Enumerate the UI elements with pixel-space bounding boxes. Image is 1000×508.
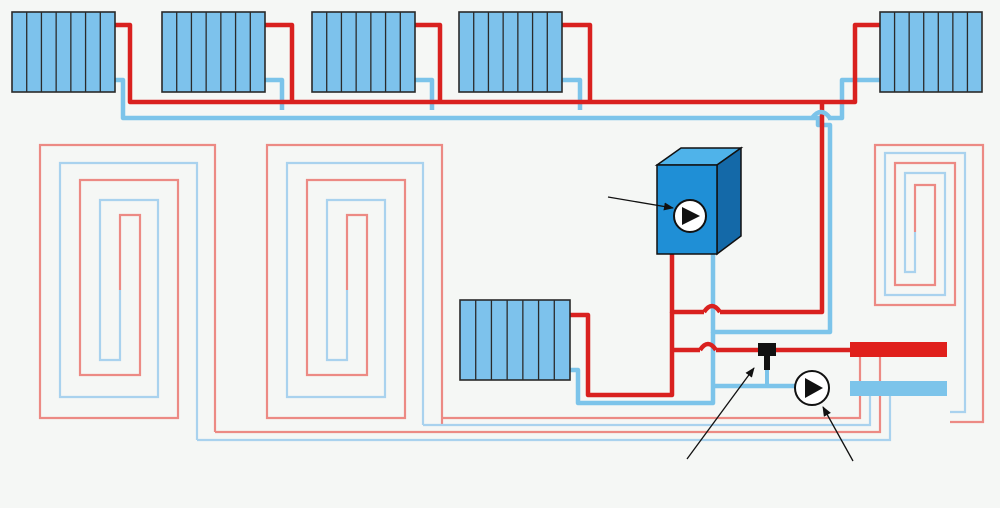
boiler-side — [716, 146, 742, 256]
boiler-pump-pointer — [607, 196, 674, 211]
panel-radiator-1 — [11, 11, 116, 93]
panel-radiator-4 — [458, 11, 563, 93]
radiator-body — [161, 11, 266, 93]
radiator-body — [879, 11, 983, 93]
floor-return-spiral — [883, 151, 967, 414]
underfloor-return-lines — [197, 352, 892, 442]
panel-radiator-2 — [161, 11, 266, 93]
radiator-body — [458, 11, 563, 93]
floor-return-spiral — [58, 161, 199, 440]
underfloor-loop-right — [873, 143, 985, 424]
underfloor-loop-middle — [265, 143, 444, 425]
supply-manifold — [850, 342, 947, 357]
radiator-body — [459, 299, 571, 381]
mixing-valve — [758, 343, 776, 386]
radiators — [11, 11, 983, 381]
boiler — [654, 146, 744, 256]
floor-supply-spiral — [265, 143, 444, 425]
circulation-pump — [794, 370, 830, 406]
radiator-return-pipe — [115, 77, 880, 406]
manifolds — [850, 342, 947, 396]
callout-arrows — [607, 196, 854, 462]
return-manifold — [850, 381, 947, 396]
floor-supply-spiral — [873, 143, 985, 424]
panel-radiator-5 — [879, 11, 983, 93]
floor-supply-spiral — [38, 143, 217, 432]
panel-radiator-6 — [459, 299, 571, 381]
circulation-pump-pointer — [822, 406, 854, 462]
mixing-valve-pointer — [686, 367, 755, 460]
floor-return-spiral — [285, 161, 425, 425]
radiator-body — [11, 11, 116, 93]
underfloor-loop-left — [38, 143, 217, 440]
radiator-supply-pipe — [115, 22, 880, 398]
radiator-body — [311, 11, 416, 93]
panel-radiator-3 — [311, 11, 416, 93]
